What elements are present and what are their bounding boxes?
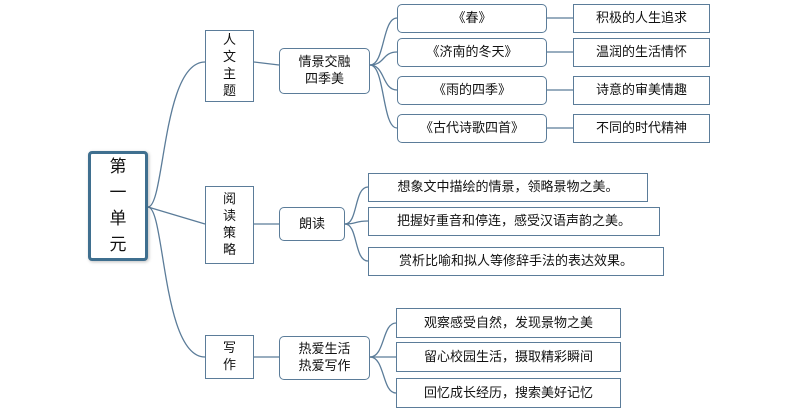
link-theme-leaf-3 [369, 64, 398, 91]
link-theme-mid [253, 61, 280, 66]
link-root-writing [147, 206, 206, 358]
theme-note-3: 诗意的审美情趣 [573, 76, 710, 105]
strategy-mid-node: 朗读 [279, 207, 345, 241]
theme-leaf-chun: 《春》 [397, 4, 547, 33]
theme-note-2: 温润的生活情怀 [573, 38, 710, 67]
theme-note-1: 积极的人生追求 [573, 4, 710, 33]
root-node: 第 一 单 元 [88, 151, 148, 261]
theme-note-4: 不同的时代精神 [573, 114, 710, 143]
link-strategy-leaf-3 [344, 223, 369, 262]
writing-leaf-2: 留心校园生活，摄取精彩瞬间 [396, 342, 621, 372]
link-writing-leaf-3 [369, 356, 397, 394]
branch-theme: 人 文 主 题 [205, 30, 254, 102]
branch-writing: 写 作 [205, 335, 254, 379]
link-theme-leaf-1 [369, 17, 398, 66]
link-writing-leaf-1 [369, 322, 397, 358]
link-root-theme [147, 61, 206, 208]
link-theme-leaf-2 [369, 51, 398, 66]
theme-mid-node: 情景交融 四季美 [279, 48, 370, 94]
link-strategy-leaf-2 [344, 220, 369, 225]
strategy-leaf-3: 赏析比喻和拟人等修辞手法的表达效果。 [368, 247, 664, 276]
theme-leaf-jinan: 《济南的冬天》 [397, 38, 547, 67]
link-root-strategy [147, 206, 206, 225]
writing-mid-node: 热爱生活 热爱写作 [279, 336, 370, 380]
writing-leaf-3: 回忆成长经历，搜索美好记忆 [396, 378, 621, 408]
theme-leaf-poems: 《古代诗歌四首》 [397, 114, 547, 143]
link-theme-leaf-4 [369, 64, 398, 129]
link-strategy-leaf-1 [344, 186, 369, 225]
writing-leaf-1: 观察感受自然，发现景物之美 [396, 308, 621, 338]
strategy-leaf-1: 想象文中描绘的情景，领略景物之美。 [368, 173, 648, 202]
theme-leaf-yu: 《雨的四季》 [397, 76, 547, 105]
strategy-leaf-2: 把握好重音和停连，感受汉语声韵之美。 [368, 207, 660, 236]
branch-strategy: 阅 读 策 略 [205, 186, 254, 264]
